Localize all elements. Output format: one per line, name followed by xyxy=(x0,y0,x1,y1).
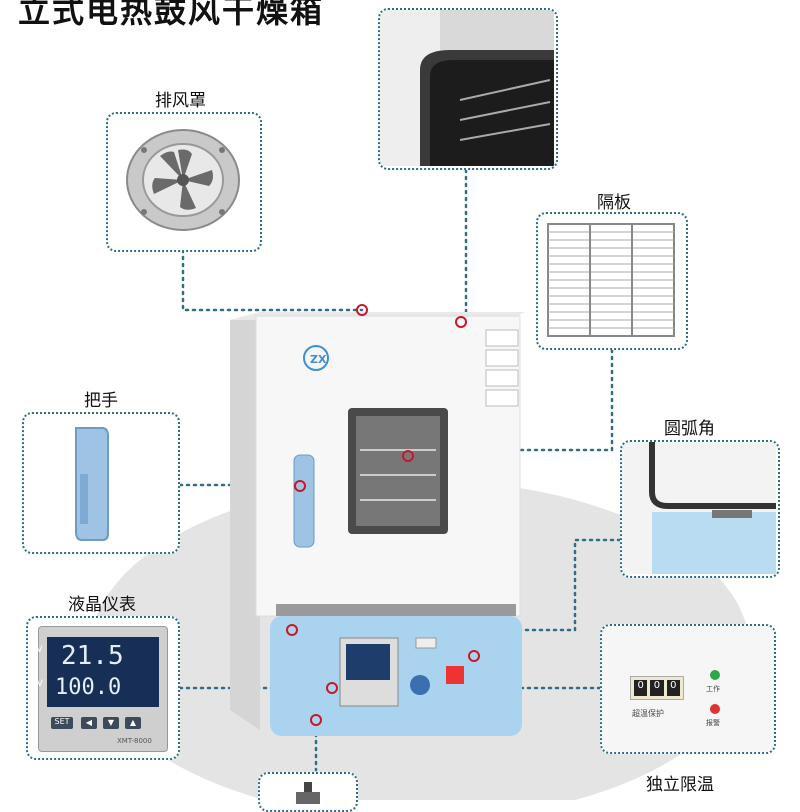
marker-corner xyxy=(286,624,298,636)
limiter-digits: 0 0 0 xyxy=(630,676,684,700)
label-shelf: 隔板 xyxy=(597,193,631,213)
sv-value: 100.0 xyxy=(55,675,122,700)
limiter-panel xyxy=(602,626,774,752)
callout-rounded-corner xyxy=(620,440,780,578)
alarm-led-label: 报警 xyxy=(706,719,720,727)
up-arrow-button[interactable]: ▲ xyxy=(125,717,141,729)
down-arrow-button[interactable]: ▼ xyxy=(103,717,119,729)
marker-handle xyxy=(294,480,306,492)
callout-foot xyxy=(258,772,358,812)
label-handle: 把手 xyxy=(84,391,118,411)
marker-foot xyxy=(310,714,322,726)
label-rounded-corner: 圆弧角 xyxy=(664,419,715,439)
limiter-digit-2[interactable]: 0 xyxy=(650,680,664,696)
work-led-icon xyxy=(710,670,720,680)
limiter-digit-1[interactable]: 0 xyxy=(634,680,648,696)
marker-seal xyxy=(455,316,467,328)
limiter-digit-3[interactable]: 0 xyxy=(666,680,680,696)
callout-handle xyxy=(22,412,180,554)
wire-shelf-image xyxy=(547,223,675,337)
left-arrow-button[interactable]: ◀ xyxy=(81,717,97,729)
brand-logo: ZX xyxy=(310,353,327,366)
pv-label: PV xyxy=(31,645,43,655)
exhaust-vent-icon xyxy=(126,129,240,231)
label-exhaust-cover: 排风罩 xyxy=(155,91,206,111)
rounded-corner-image xyxy=(622,442,776,574)
callout-independent-limiter: 0 0 0 超温保护 工作 报警 xyxy=(600,624,776,754)
callout-door-seal xyxy=(378,8,558,170)
label-independent-limiter: 独立限温 xyxy=(646,775,714,795)
limiter-caption: 超温保护 xyxy=(632,709,664,718)
pv-value: 21.5 xyxy=(61,641,124,671)
work-led-label: 工作 xyxy=(706,685,720,693)
marker-shelf xyxy=(402,450,414,462)
handle-image xyxy=(75,427,109,541)
page-title: 立式电热鼓风干燥箱 xyxy=(18,0,325,30)
marker-limiter xyxy=(468,650,480,662)
callout-shelf xyxy=(536,212,688,350)
callout-lcd-meter: PV SV 21.5 100.0 SET ◀ ▼ ▲ XMT-8000 xyxy=(26,616,180,760)
marker-lcd xyxy=(326,682,338,694)
marker-exhaust xyxy=(356,304,368,316)
controller-face: PV SV 21.5 100.0 SET ◀ ▼ ▲ XMT-8000 xyxy=(31,626,168,752)
callout-exhaust-cover xyxy=(106,112,262,252)
controller-display: PV SV 21.5 100.0 xyxy=(31,637,159,707)
door-seal-image xyxy=(380,10,554,166)
label-lcd-meter: 液晶仪表 xyxy=(68,595,136,615)
controller-model: XMT-8000 xyxy=(117,737,152,745)
set-button[interactable]: SET xyxy=(51,717,73,729)
drying-oven-body: ZX xyxy=(230,312,525,736)
alarm-led-icon xyxy=(710,704,720,714)
sv-label: SV xyxy=(31,679,43,689)
